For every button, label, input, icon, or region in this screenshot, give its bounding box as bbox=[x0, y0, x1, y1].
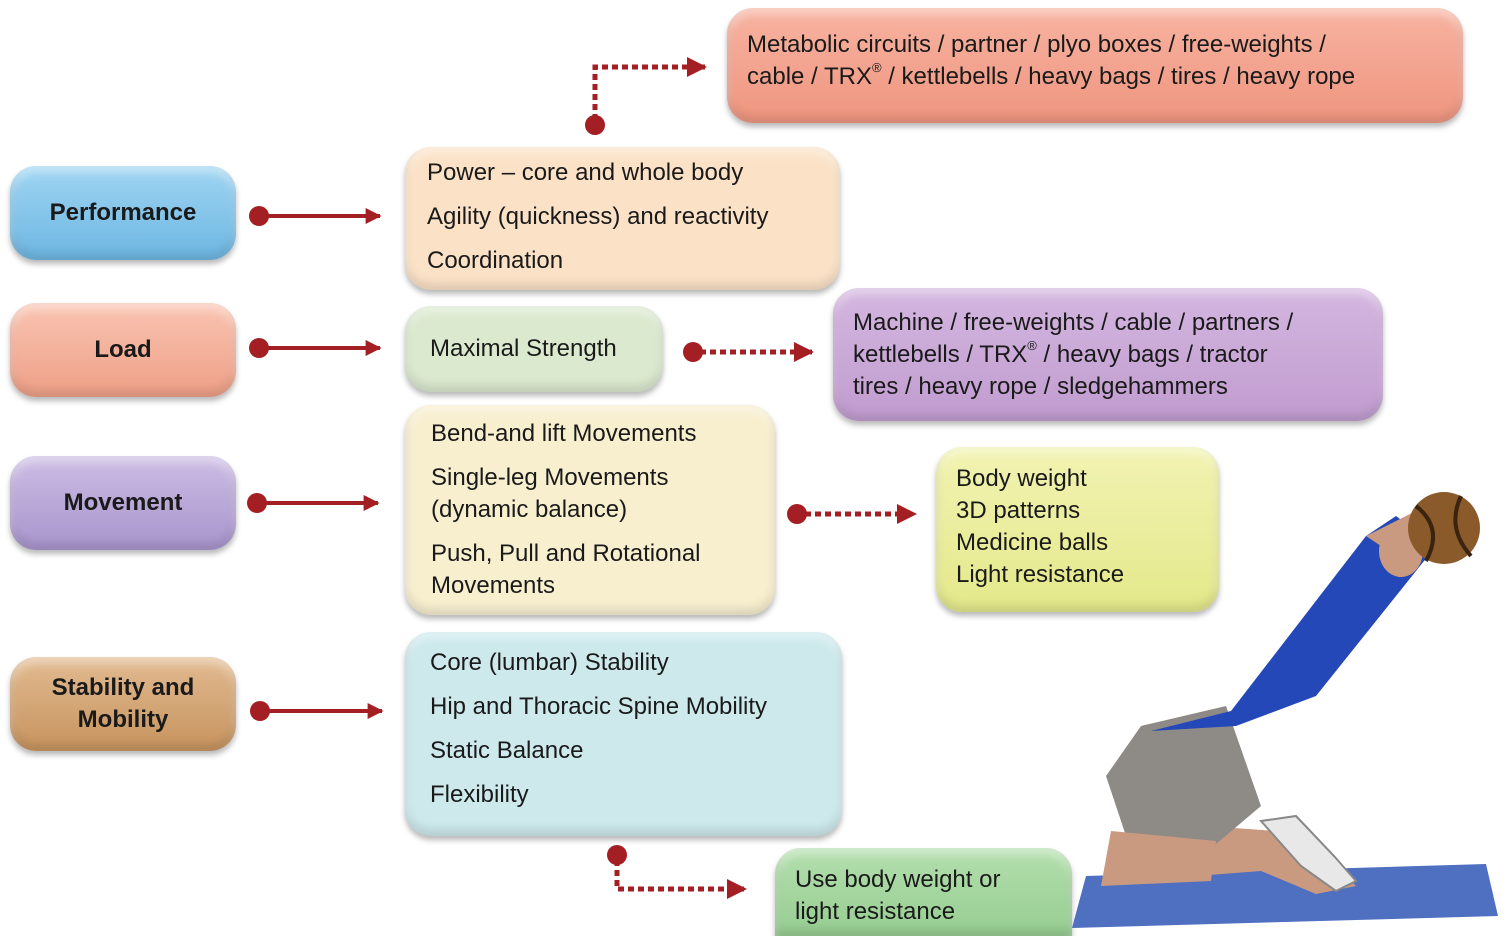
registered-mark: ® bbox=[871, 60, 882, 75]
equipment-metabolic-line2: cable / TRX® / kettlebells / heavy bags … bbox=[747, 60, 1356, 90]
quality-single-leg: Single-leg Movements (dynamic balance) bbox=[431, 464, 669, 523]
dashed-arrow-metabolic bbox=[592, 57, 707, 120]
dot-performance bbox=[249, 206, 269, 226]
dot-stability-to-light bbox=[607, 845, 627, 865]
category-performance-label: Performance bbox=[49, 199, 197, 226]
equipment-medicine-balls: Medicine balls bbox=[956, 529, 1109, 556]
registered-mark: ® bbox=[1027, 338, 1037, 353]
equipment-metabolic-line1: Metabolic circuits / partner / plyo boxe… bbox=[747, 31, 1326, 58]
equipment-metabolic: Metabolic circuits / partner / plyo boxe… bbox=[727, 8, 1463, 123]
equipment-3d-patterns: 3D patterns bbox=[956, 497, 1081, 524]
category-arrows bbox=[257, 208, 384, 719]
dot-strength-to-machine bbox=[683, 342, 703, 362]
quality-static-balance: Static Balance bbox=[430, 737, 584, 764]
athlete-torso bbox=[1151, 516, 1436, 731]
quality-coordination: Coordination bbox=[427, 247, 564, 274]
category-load: Load bbox=[10, 303, 236, 397]
dot-power-to-metabolic bbox=[585, 115, 605, 135]
quality-core-stability: Core (lumbar) Stability bbox=[430, 649, 669, 676]
equipment-bodyweight: Body weight 3D patterns Medicine balls L… bbox=[936, 447, 1219, 612]
athlete-shorts bbox=[1106, 706, 1261, 844]
dashed-arrow-light bbox=[614, 860, 747, 899]
category-stability-mobility: Stability and Mobility bbox=[10, 657, 236, 751]
category-movement: Movement bbox=[10, 456, 236, 550]
qualities-load: Maximal Strength bbox=[405, 306, 663, 392]
equipment-light-line2: light resistance bbox=[795, 898, 956, 925]
quality-push-pull-rotational: Push, Pull and Rotational Movements bbox=[431, 540, 701, 599]
quality-bend-lift: Bend-and lift Movements bbox=[431, 420, 697, 447]
dot-movement bbox=[247, 493, 267, 513]
quality-maximal-strength: Maximal Strength bbox=[430, 335, 617, 362]
equipment-machine-line2: kettlebells / TRX® / heavy bags / tracto… bbox=[853, 338, 1268, 368]
dashed-arrows bbox=[592, 57, 917, 899]
qualities-performance: Power – core and whole body Agility (qui… bbox=[405, 147, 840, 290]
quality-flexibility: Flexibility bbox=[430, 781, 529, 808]
qualities-movement: Bend-and lift Movements Single-leg Movem… bbox=[405, 405, 775, 615]
category-stability-label-line1: Stability and bbox=[51, 674, 195, 701]
quality-agility: Agility (quickness) and reactivity bbox=[427, 203, 769, 230]
equipment-machine: Machine / free-weights / cable / partner… bbox=[833, 288, 1383, 421]
quality-power: Power – core and whole body bbox=[427, 159, 744, 186]
quality-hip-thoracic: Hip and Thoracic Spine Mobility bbox=[430, 693, 768, 720]
dot-stability bbox=[250, 701, 270, 721]
category-performance: Performance bbox=[10, 166, 236, 260]
arrow-dots bbox=[247, 115, 807, 865]
athlete-knee bbox=[1101, 831, 1216, 886]
equipment-body-weight: Body weight bbox=[956, 465, 1087, 492]
qualities-stability: Core (lumbar) Stability Hip and Thoracic… bbox=[405, 632, 842, 836]
category-stability-label-line2: Mobility bbox=[77, 706, 169, 733]
category-movement-label: Movement bbox=[63, 489, 183, 516]
dot-load bbox=[249, 338, 269, 358]
dot-movement-to-bodyweight bbox=[787, 504, 807, 524]
equipment-machine-line3: tires / heavy rope / sledgehammers bbox=[853, 373, 1228, 400]
athlete-sock-shoe bbox=[1259, 814, 1358, 893]
equipment-machine-line1: Machine / free-weights / cable / partner… bbox=[853, 309, 1294, 336]
category-load-label: Load bbox=[94, 336, 152, 363]
equipment-light-line1: Use body weight or bbox=[795, 866, 1001, 893]
equipment-light: Use body weight or light resistance bbox=[775, 848, 1072, 936]
equipment-light-resistance: Light resistance bbox=[956, 561, 1125, 588]
athlete-illustration bbox=[1072, 492, 1498, 928]
